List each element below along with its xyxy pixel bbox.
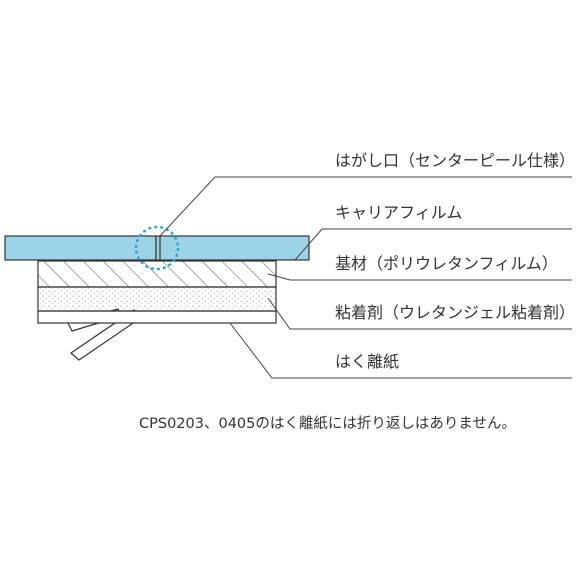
label-carrier-film: キャリアフィルム xyxy=(335,203,462,222)
leader-line-peel-opening xyxy=(159,176,572,237)
substrate-layer xyxy=(37,260,277,288)
label-substrate: 基材（ポリウレタンフィルム） xyxy=(335,254,558,273)
release-paper-layer xyxy=(37,310,277,324)
leader-line-release-paper xyxy=(229,322,572,379)
carrier-film-layer xyxy=(4,235,310,261)
adhesive-layer xyxy=(37,286,277,312)
leader-lines xyxy=(159,176,572,379)
leader-line-substrate xyxy=(267,273,572,281)
label-adhesive: 粘着剤（ウレタンジェル粘着剤） xyxy=(335,303,575,322)
leader-line-adhesive xyxy=(267,297,572,330)
label-release-paper: はく離紙 xyxy=(335,352,399,371)
footnote: CPS0203、0405のはく離紙には折り返しはありません。 xyxy=(139,414,516,432)
carrier-film-right xyxy=(155,235,310,261)
label-peel-opening: はがし口（センターピール仕様） xyxy=(335,151,575,170)
peel-opening-highlight-circle xyxy=(134,225,180,271)
leader-line-carrier-film xyxy=(294,228,572,261)
carrier-film-left xyxy=(4,235,157,261)
